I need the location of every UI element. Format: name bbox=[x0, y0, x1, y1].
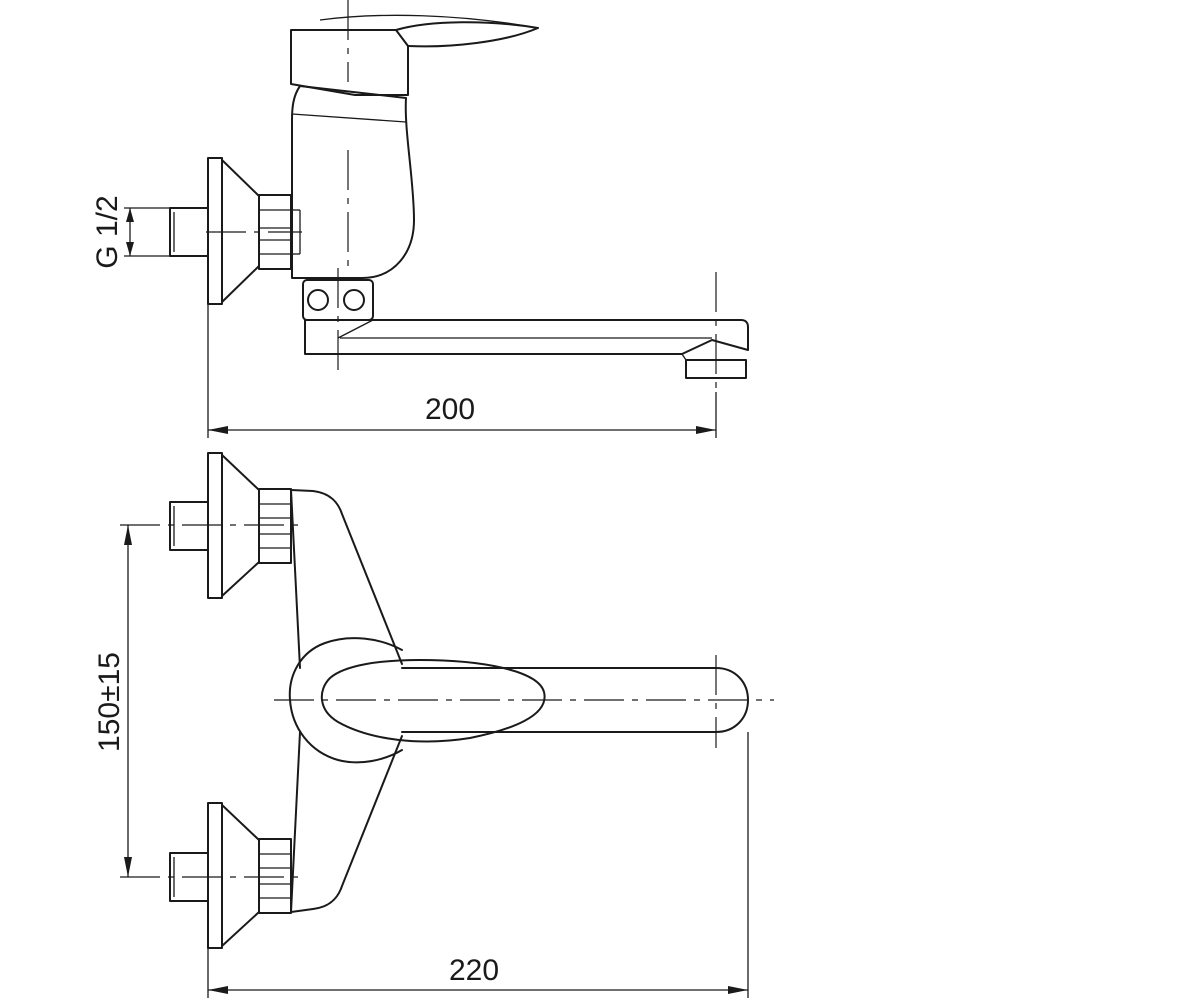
wall-flange-side bbox=[207, 157, 260, 305]
lower-inlet-top bbox=[169, 802, 292, 949]
thread-dimension: G 1/2 bbox=[91, 195, 170, 269]
thread-stub-side bbox=[169, 207, 209, 257]
lever-handle-side bbox=[290, 14, 539, 96]
overall-length-dimension: 220 bbox=[207, 732, 749, 998]
inlet-spacing-dimension: 150±15 bbox=[93, 525, 132, 877]
spout-side bbox=[304, 319, 749, 379]
spout-reach-dimension: 200 bbox=[207, 304, 717, 438]
thread-size-label: G 1/2 bbox=[91, 195, 124, 268]
top-view: 150±15 220 bbox=[93, 452, 774, 998]
overall-length-label: 220 bbox=[449, 954, 499, 987]
spout-reach-label: 200 bbox=[425, 393, 475, 426]
mixer-body-top bbox=[290, 489, 403, 913]
side-view: G 1/2 200 bbox=[91, 0, 749, 438]
lever-handle-top bbox=[320, 659, 546, 743]
mixer-body-side bbox=[291, 85, 415, 279]
inlet-spacing-label: 150±15 bbox=[93, 652, 126, 752]
